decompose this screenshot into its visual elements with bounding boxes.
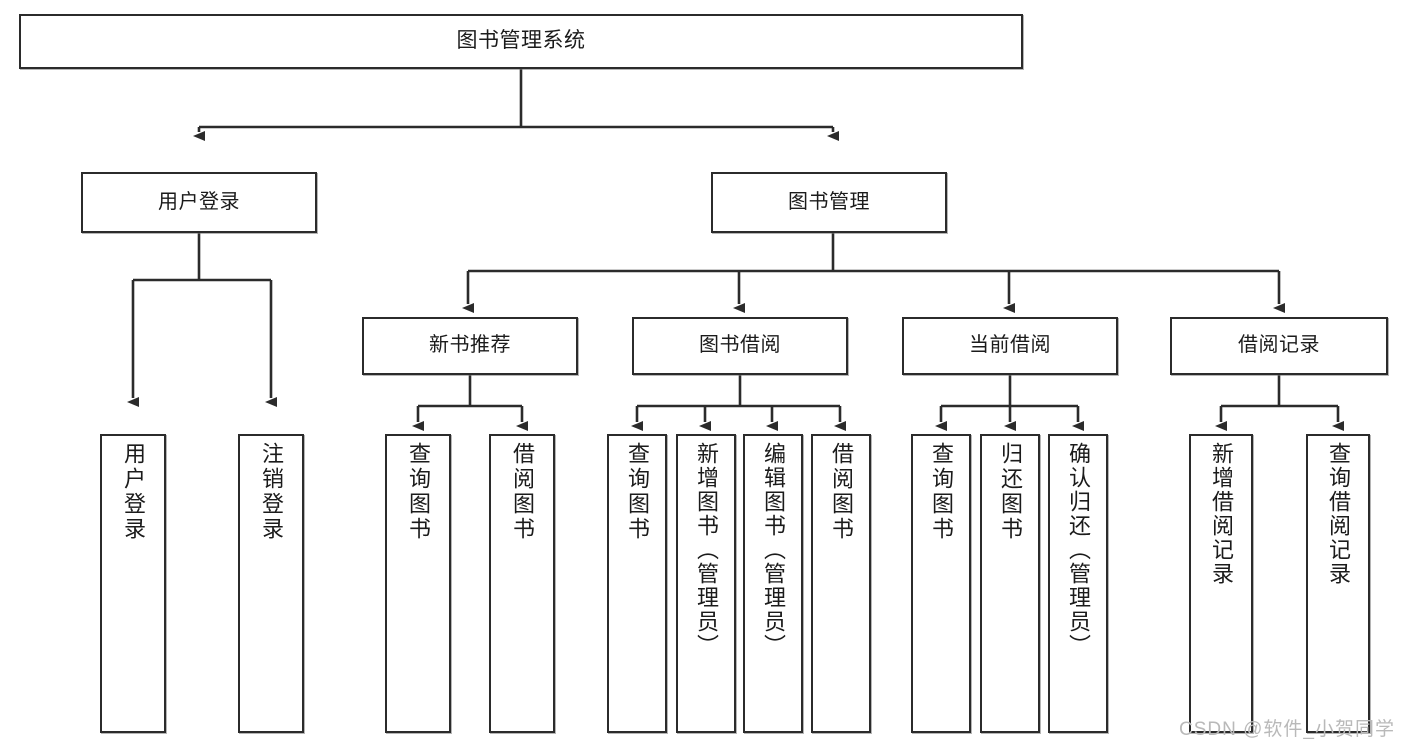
leaf-borrow-book[interactable]: 借阅图书 (811, 434, 871, 733)
node-label: 图书管理 (788, 190, 870, 213)
leaf-return-book[interactable]: 归还图书 (980, 434, 1040, 733)
node-label: 新增借阅记录 (1209, 442, 1234, 586)
node-label: 查询图书 (929, 442, 954, 542)
leaf-confirm-return-admin[interactable]: 确认归还（管理员） (1048, 434, 1108, 733)
leaf-add-book-admin[interactable]: 新增图书（管理员） (676, 434, 736, 733)
node-label: 确认归还（管理员） (1066, 442, 1091, 658)
leaf-edit-book-admin[interactable]: 编辑图书（管理员） (743, 434, 803, 733)
node-new-book-recommend[interactable]: 新书推荐 (362, 317, 578, 375)
leaf-query-book-current[interactable]: 查询图书 (911, 434, 971, 733)
leaf-query-borrow-record[interactable]: 查询借阅记录 (1306, 434, 1370, 733)
leaf-add-borrow-record[interactable]: 新增借阅记录 (1189, 434, 1253, 733)
leaf-user-login[interactable]: 用户登录 (100, 434, 166, 733)
node-label: 当前借阅 (969, 334, 1051, 357)
node-label: 图书管理系统 (456, 29, 586, 53)
node-label: 查询图书 (625, 442, 650, 542)
node-label: 查询借阅记录 (1326, 442, 1351, 586)
node-label: 查询图书 (406, 442, 431, 542)
node-label: 用户登录 (121, 442, 146, 542)
node-root-system[interactable]: 图书管理系统 (19, 14, 1023, 69)
node-label: 新增图书（管理员） (694, 442, 719, 658)
leaf-logout-login[interactable]: 注销登录 (238, 434, 304, 733)
node-label: 归还图书 (998, 442, 1023, 542)
node-label: 用户登录 (158, 190, 240, 213)
node-label: 借阅图书 (510, 442, 535, 542)
node-user-login[interactable]: 用户登录 (81, 172, 317, 233)
leaf-borrow-book-recommend[interactable]: 借阅图书 (489, 434, 555, 733)
node-label: 新书推荐 (429, 334, 511, 357)
csdn-watermark: CSDN @软件_小贺同学 (1179, 719, 1395, 740)
node-label: 借阅记录 (1238, 334, 1320, 357)
node-borrow-record[interactable]: 借阅记录 (1170, 317, 1388, 375)
node-label: 注销登录 (259, 442, 284, 542)
node-current-borrow[interactable]: 当前借阅 (902, 317, 1118, 375)
node-label: 图书借阅 (699, 334, 781, 357)
node-label: 借阅图书 (829, 442, 854, 542)
node-book-borrow[interactable]: 图书借阅 (632, 317, 848, 375)
node-book-management[interactable]: 图书管理 (711, 172, 947, 233)
leaf-query-book-recommend[interactable]: 查询图书 (385, 434, 451, 733)
leaf-query-book-borrow[interactable]: 查询图书 (607, 434, 667, 733)
node-label: 编辑图书（管理员） (761, 442, 786, 658)
